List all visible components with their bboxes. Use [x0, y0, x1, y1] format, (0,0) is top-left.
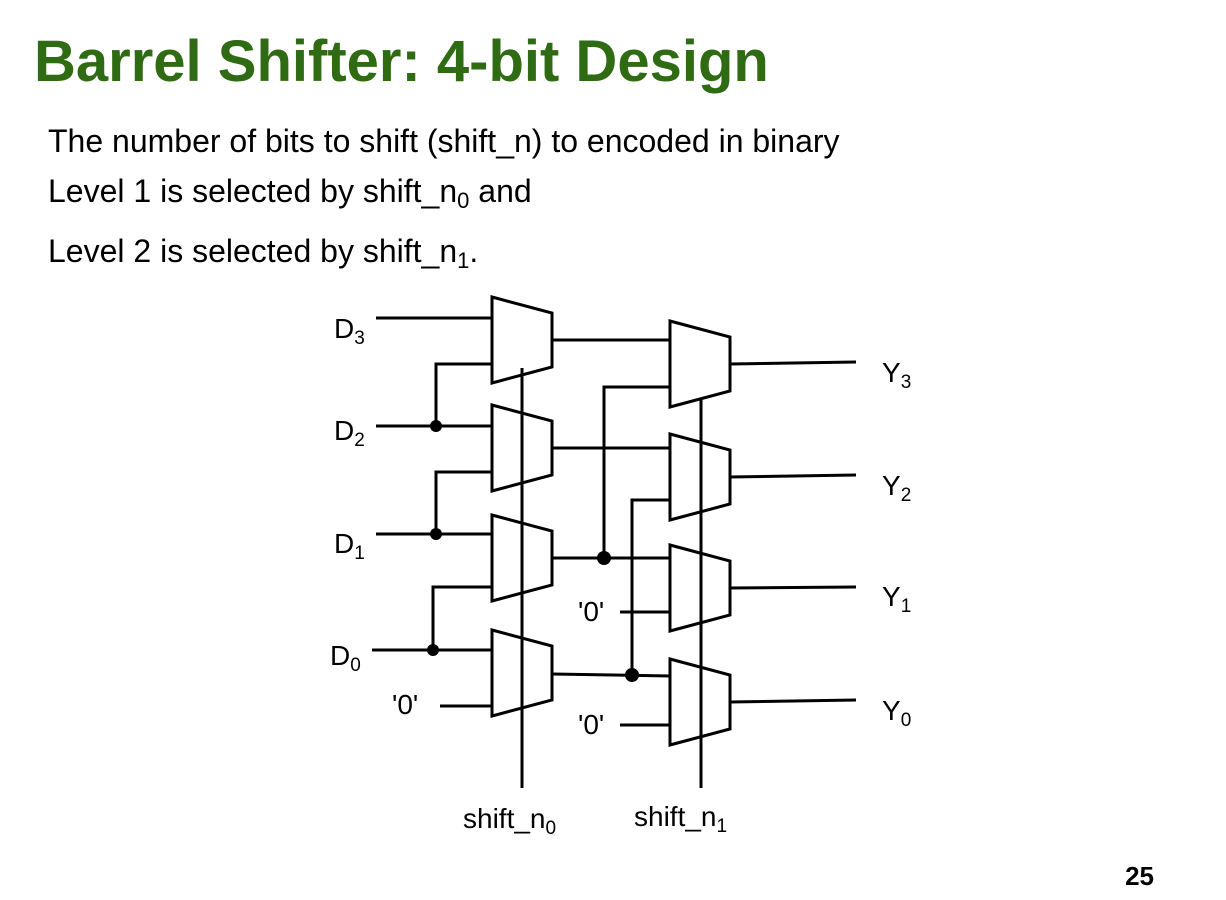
body-line-3-suffix: .	[469, 233, 479, 269]
body-line-2-subscript: 0	[457, 188, 470, 213]
mux-level2-bit3	[668, 319, 732, 409]
label-y0: Y0	[882, 695, 911, 731]
label-zero-level2-bit0: '0'	[578, 709, 604, 740]
wire-l1b0-to-l2b2	[630, 498, 670, 675]
slide-title: Barrel Shifter: 4-bit Design	[34, 29, 769, 94]
label-d3: D3	[334, 313, 365, 349]
junction-d0	[427, 644, 439, 656]
junction-l1b1	[597, 551, 611, 565]
wire-y2	[729, 473, 857, 479]
body-text: The number of bits to shift (shift_n) to…	[48, 116, 840, 286]
wire-y3	[729, 360, 857, 366]
wire-l1b0-to-l2b0	[551, 672, 671, 678]
label-d0: D0	[330, 640, 361, 676]
junction-d2	[430, 420, 442, 432]
label-zero-level1: '0'	[392, 689, 418, 720]
label-y3: Y3	[882, 357, 911, 393]
body-line-2: Level 1 is selected by shift_n0 and	[48, 166, 840, 226]
junction-d1	[430, 528, 442, 540]
wire-y0	[729, 698, 857, 704]
mux-level1-bit3	[490, 295, 554, 385]
body-line-1: The number of bits to shift (shift_n) to…	[48, 123, 840, 159]
body-line-3-prefix: Level 2 is selected by shift_n	[48, 233, 458, 269]
body-line-3-subscript: 1	[457, 248, 470, 273]
label-shift-n0: shift_n0	[463, 803, 556, 839]
label-shift-n1: shift_n1	[634, 801, 727, 837]
label-d1: D1	[334, 528, 365, 564]
wire-d0-to-mux1	[431, 585, 492, 650]
label-zero-level2-bit1: '0'	[578, 596, 604, 627]
wire-l1b1-to-l2b3	[602, 385, 670, 558]
body-line-3: Level 2 is selected by shift_n1.	[48, 226, 840, 286]
label-y2: Y2	[882, 470, 911, 506]
wire-y1	[729, 585, 857, 590]
label-y1: Y1	[882, 581, 911, 617]
page-number: 25	[1125, 861, 1154, 891]
label-d2: D2	[334, 415, 365, 451]
body-line-2-suffix: and	[469, 173, 532, 209]
wire-d1-to-mux2	[434, 470, 492, 534]
wire-d2-to-mux3	[434, 362, 492, 426]
junction-l1b0	[625, 668, 639, 682]
body-line-2-prefix: Level 1 is selected by shift_n	[48, 173, 458, 209]
